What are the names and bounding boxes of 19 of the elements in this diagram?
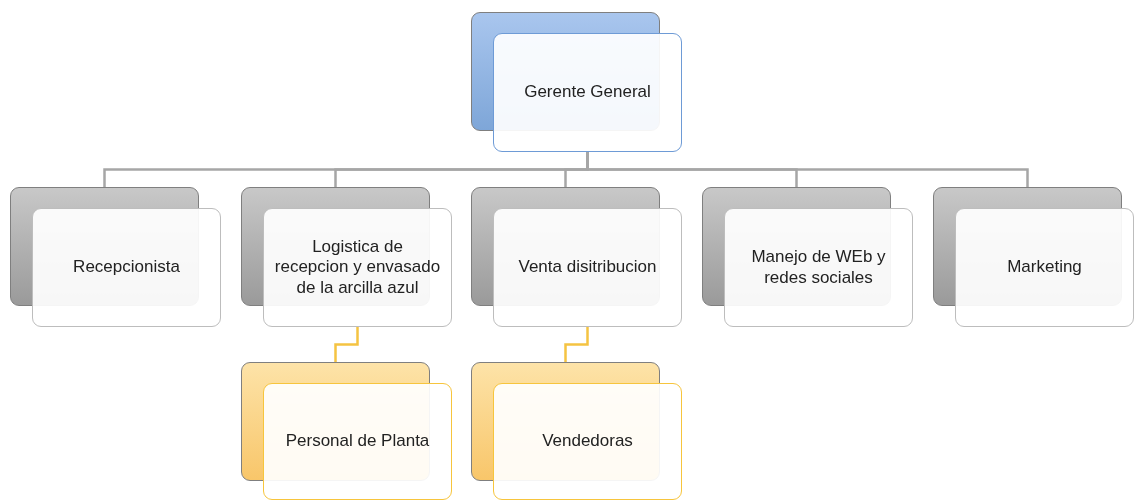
position-title: Recepcionista [73, 257, 180, 278]
org-chart-node [702, 187, 913, 327]
connector-line [564, 327, 589, 362]
org-chart-node [241, 187, 452, 327]
org-chart-node [471, 12, 682, 152]
connector-line [334, 327, 359, 362]
position-title: Gerente General [524, 82, 651, 103]
org-chart-node [933, 187, 1134, 327]
org-chart-node [241, 362, 452, 500]
org-chart-node [10, 187, 221, 327]
position-title: Personal de Planta [285, 431, 430, 452]
position-title: Marketing [1007, 257, 1082, 278]
position-title: Vendedoras [542, 431, 633, 452]
connector-line [586, 152, 1029, 187]
position-title: Logistica de recepcion y envasado de la arcilla azul [274, 236, 441, 299]
position-title: Manejo de WEb y redes sociales [750, 247, 887, 288]
org-chart-node [471, 187, 682, 327]
org-chart-node [471, 362, 682, 500]
position-title: Venta disitribucion [518, 257, 657, 278]
